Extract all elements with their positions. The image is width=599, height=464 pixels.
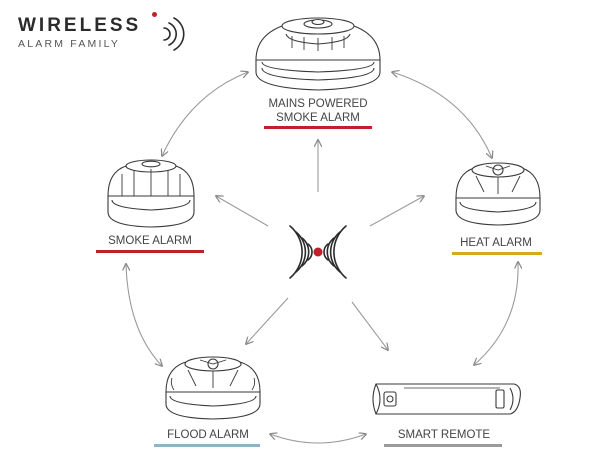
label-smart-remote: SMART REMOTE [397, 429, 491, 441]
arrow-smoke-to-flood [126, 264, 162, 366]
arrow-center-to-remote [351, 301, 388, 350]
logo-signal-icon [163, 17, 185, 51]
wireless-signal-icon [289, 225, 347, 279]
logo-subtitle: ALARM FAMILY [18, 38, 121, 50]
label-smoke-alarm: SMOKE ALARM [108, 235, 192, 247]
underline-smoke [96, 250, 204, 253]
underline-mains [264, 126, 372, 129]
heat-alarm-icon [455, 162, 541, 226]
label-flood-alarm: FLOOD ALARM [167, 429, 249, 441]
logo-dot [152, 12, 157, 17]
underline-flood [154, 444, 260, 447]
label-heat-alarm: HEAT ALARM [460, 237, 532, 249]
arrow-center-to-heat [369, 196, 424, 227]
arrow-center-to-smoke [216, 196, 269, 227]
underline-heat [452, 252, 542, 255]
label-mains-line2: SMOKE ALARM [276, 112, 360, 124]
arrow-center-to-flood [246, 297, 289, 344]
logo-title: WIRELESS [18, 15, 142, 36]
flood-alarm-icon [165, 356, 261, 420]
smart-remote-icon [372, 383, 521, 415]
smoke-alarm-icon [107, 159, 195, 228]
outer-connectors [126, 72, 518, 444]
arrow-heat-to-remote [474, 262, 518, 365]
label-mains-line1: MAINS POWERED [268, 98, 368, 110]
mains-smoke-alarm-icon [255, 17, 381, 91]
arrow-mains-to-heat [392, 72, 492, 158]
logo: WIRELESS ALARM FAMILY [18, 15, 142, 51]
underline-remote [384, 444, 502, 447]
inner-arrows [216, 140, 424, 350]
arrow-flood-to-remote [270, 434, 366, 444]
arrow-smoke-to-mains [162, 72, 248, 156]
label-mains-smoke-alarm: MAINS POWERED SMOKE ALARM [248, 97, 388, 125]
